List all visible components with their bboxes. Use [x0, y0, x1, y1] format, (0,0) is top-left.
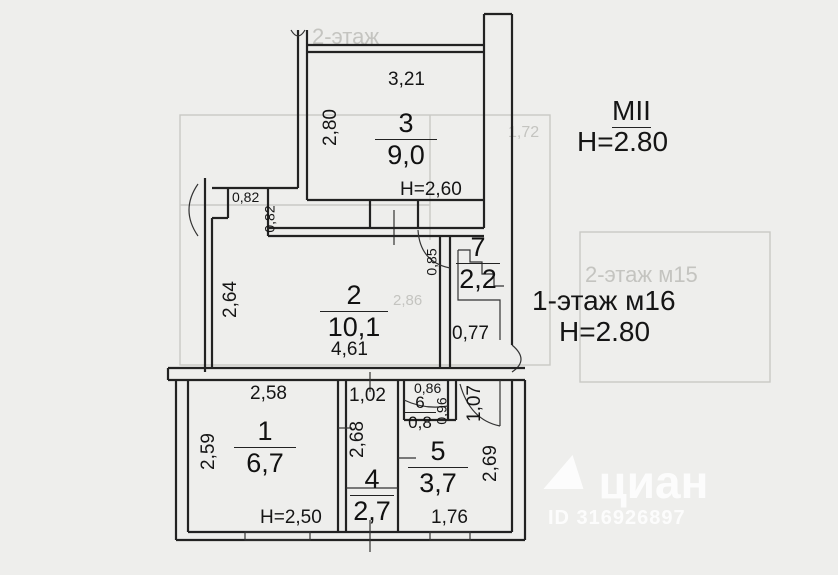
dimension-label: 2,68: [346, 421, 368, 458]
room-3-walls: [290, 12, 514, 245]
floor-label: 1-этаж м16: [532, 285, 676, 316]
height-label: H=2,60: [400, 179, 462, 200]
dimension-label: 1,76: [431, 507, 468, 528]
dimension-label: 0,82: [232, 189, 260, 205]
dimension-label: 1,02: [349, 385, 386, 406]
room-number: 4: [364, 464, 380, 494]
dimension-label: 2,64: [219, 281, 241, 318]
room-3-label: 3 9,0: [375, 110, 437, 169]
room-area: 3,7: [419, 468, 457, 498]
room-area: 2,2: [459, 264, 497, 294]
room-area: 2,7: [353, 496, 391, 526]
room-2-label: 2 10,1: [320, 282, 388, 341]
dimension-label: 2,58: [250, 383, 287, 404]
ghost-floor-label-2: 2-этаж м15: [585, 262, 698, 287]
room-number: 7: [470, 232, 486, 262]
watermark: циан ID 316926897: [543, 455, 709, 530]
level-height: H=2.80: [577, 126, 669, 157]
room-1-label: 1 6,7: [234, 418, 296, 477]
dimension-label: 1,07: [463, 385, 485, 422]
dimension-label: 3,21: [388, 69, 425, 90]
watermark-id: ID 316926897: [548, 507, 686, 529]
room-number: 3: [398, 108, 414, 138]
dimension-label: 0,86: [414, 380, 442, 396]
room-6-label: 6 0,8: [404, 394, 436, 431]
room-area: 10,1: [327, 312, 381, 342]
dimension-label: 2,59: [197, 433, 219, 470]
room-5-label: 5 3,7: [408, 438, 468, 497]
room-7-label: 7 2,2: [456, 234, 500, 293]
watermark-brand: циан: [598, 456, 709, 508]
dimension-label: 0,96: [433, 397, 450, 425]
room-number: 1: [257, 416, 273, 446]
room-area: 9,0: [387, 140, 425, 170]
dimension-label: 4,61: [331, 339, 368, 360]
room-area: 0,8: [408, 413, 432, 432]
dimension-label: 2,69: [479, 445, 501, 482]
dimension-label: 0,82: [261, 205, 278, 233]
dimension-label: 2,80: [319, 109, 341, 146]
ghost-dimension-2: 2,86: [393, 292, 422, 309]
level-label-text: МII: [612, 95, 651, 128]
dimension-label: 0,77: [452, 323, 489, 344]
lower-rooms-walls: [166, 366, 527, 552]
room-number: 5: [430, 436, 446, 466]
room-2-walls: [188, 178, 522, 373]
floor-height: H=2.80: [559, 316, 651, 347]
dimension-label: 0,85: [423, 248, 440, 276]
room-area: 6,7: [246, 448, 284, 478]
room-number: 6: [415, 393, 425, 412]
watermark-logo-icon: [543, 455, 593, 489]
room-4-label: 4 2,7: [350, 466, 394, 525]
level-label: МII: [612, 95, 651, 128]
room-number: 2: [346, 280, 362, 310]
height-label: H=2,50: [260, 507, 322, 528]
ghost-dimension: 1,72: [508, 124, 539, 141]
